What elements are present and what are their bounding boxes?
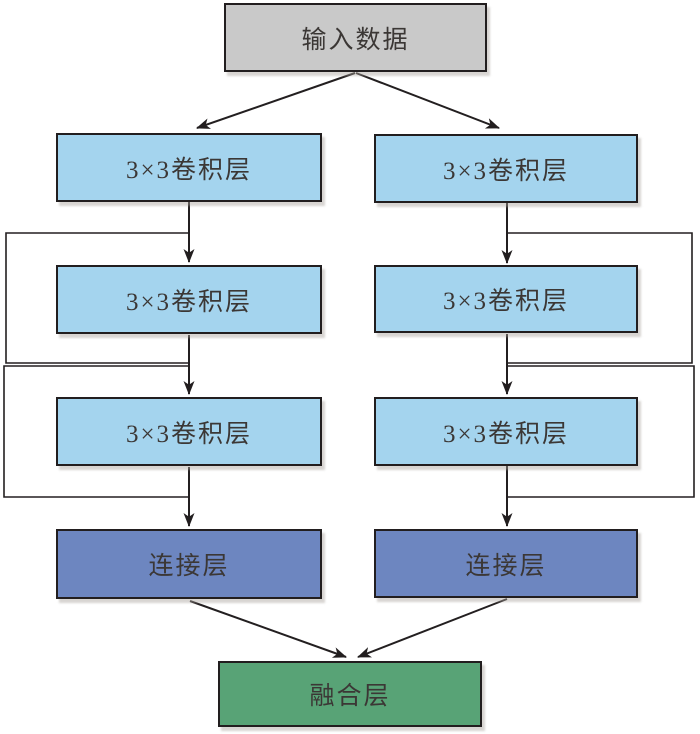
skip-right-around-conv3 (507, 365, 695, 498)
node-concat-right: 连接层 (374, 529, 638, 598)
node-conv-right-2: 3×3卷积层 (374, 265, 638, 333)
node-conv-left-2: 3×3卷积层 (56, 265, 322, 334)
node-conv-right-1: 3×3卷积层 (374, 134, 638, 203)
edge-concat-right-to-fusion (357, 598, 508, 658)
node-conv-left-1: 3×3卷积层 (56, 133, 322, 202)
node-fusion: 融合层 (218, 661, 482, 727)
skip-left-around-conv3 (3, 365, 189, 498)
edge-concat-left-to-fusion (189, 600, 347, 658)
node-input-data: 输入数据 (224, 3, 487, 72)
edge-input-to-conv-right (355, 72, 500, 129)
node-conv-right-3: 3×3卷积层 (374, 397, 638, 466)
skip-right-around-conv2 (507, 232, 693, 364)
node-conv-left-3: 3×3卷积层 (56, 397, 322, 466)
skip-left-around-conv2 (5, 232, 189, 364)
edge-input-to-conv-left (196, 72, 356, 129)
node-concat-left: 连接层 (56, 529, 322, 599)
